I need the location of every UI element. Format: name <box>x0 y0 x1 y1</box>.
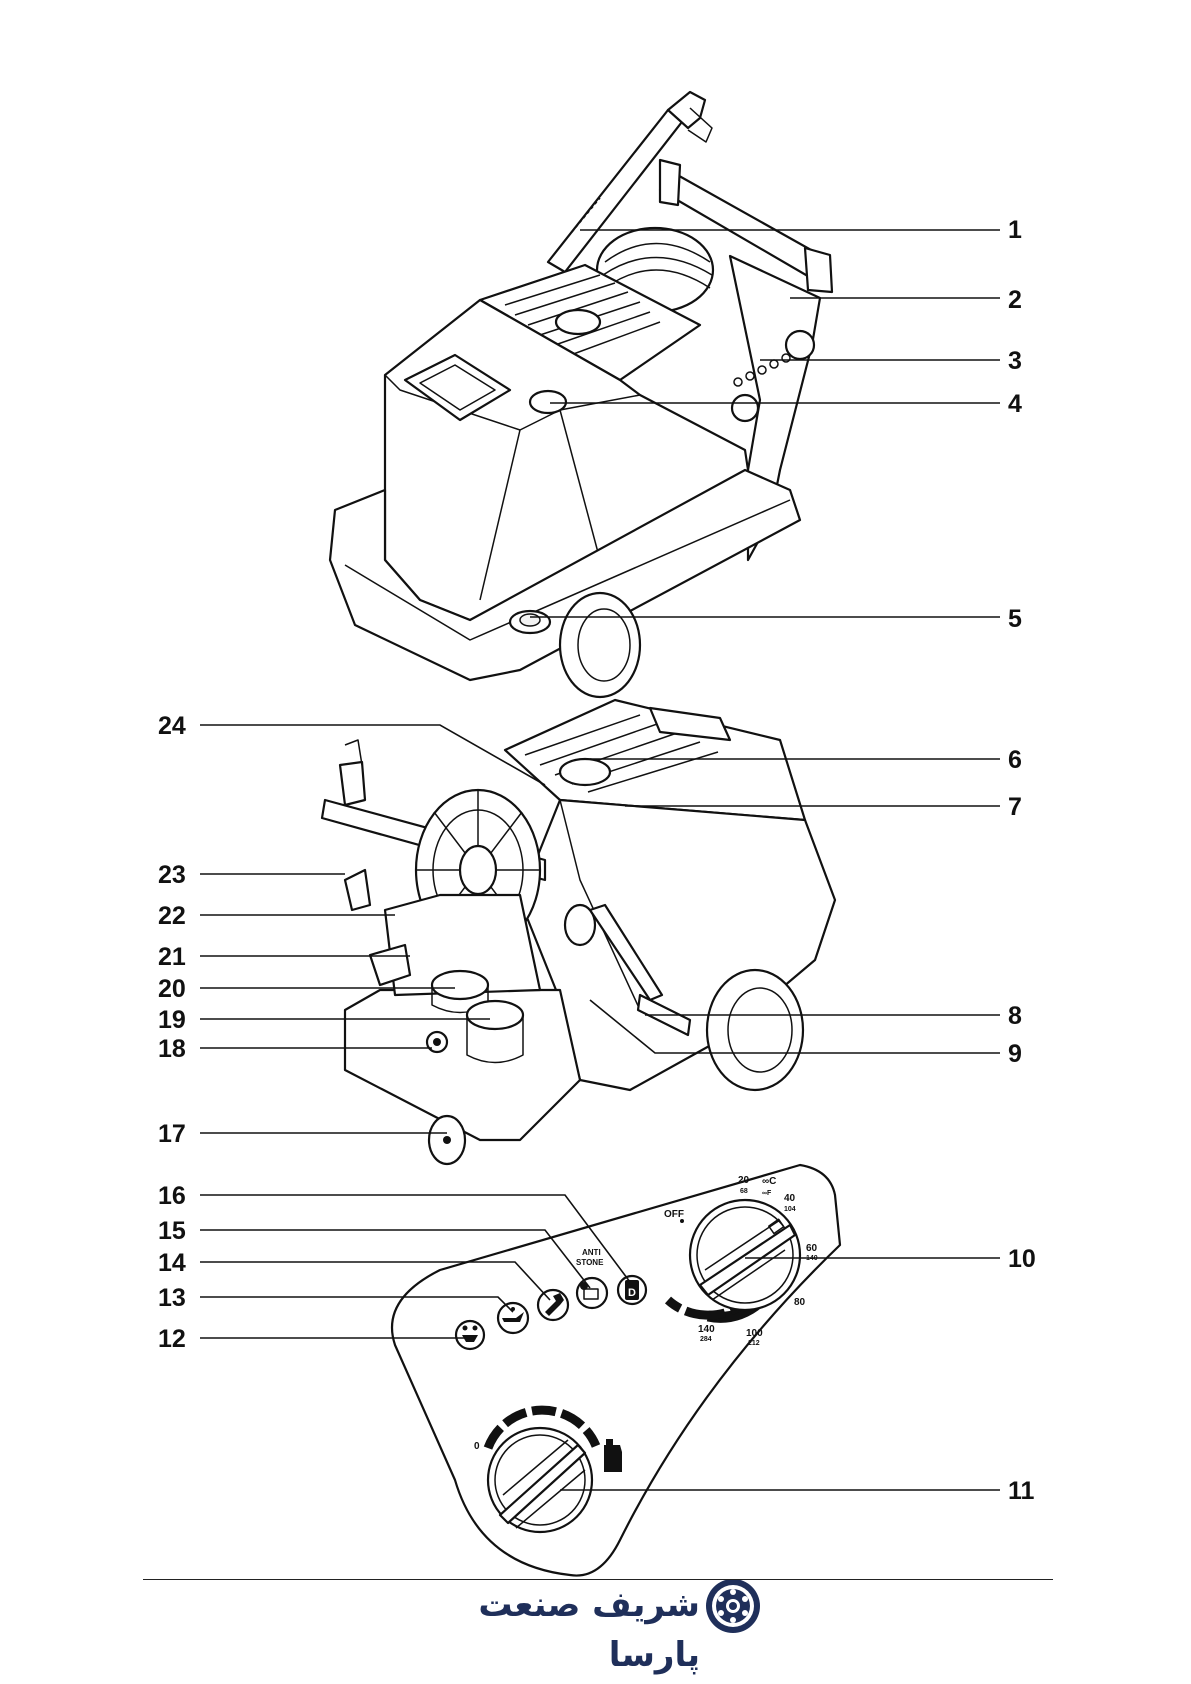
callout-5: 5 <box>1008 605 1022 633</box>
callout-2: 2 <box>1008 286 1022 314</box>
scale-f-104: 104 <box>784 1206 796 1213</box>
callout-1: 1 <box>1008 216 1022 244</box>
scale-c-100: 100 <box>746 1328 763 1339</box>
callout-13: 13 <box>158 1284 186 1312</box>
mains-plug-icon <box>456 1321 484 1349</box>
scale-f-212: 212 <box>748 1340 760 1347</box>
callout-16: 16 <box>158 1182 186 1210</box>
callout-6: 6 <box>1008 746 1022 774</box>
scale-c-80: 80 <box>794 1297 806 1308</box>
wrench-icon <box>538 1290 568 1320</box>
svg-text:ANTI: ANTI <box>582 1248 601 1257</box>
unit-celsius-label: ∞C <box>762 1176 776 1187</box>
temperature-off-label: OFF <box>664 1209 684 1220</box>
svg-text:OFF: OFF <box>664 1209 684 1220</box>
callout-18: 18 <box>158 1035 186 1063</box>
callout-15: 15 <box>158 1217 186 1245</box>
callout-24: 24 <box>158 712 186 740</box>
callout-22: 22 <box>158 902 186 930</box>
footer-brand-name: شریف صنعت پارسا <box>430 1580 700 1630</box>
oil-can-icon <box>498 1303 528 1333</box>
callout-12: 12 <box>158 1325 186 1353</box>
scale-c-40: 40 <box>784 1193 796 1204</box>
callout-8: 8 <box>1008 1002 1022 1030</box>
brand-logo-icon <box>706 1579 760 1633</box>
callout-19: 19 <box>158 1006 186 1034</box>
callout-20: 20 <box>158 975 186 1003</box>
callout-11: 11 <box>1008 1477 1035 1505</box>
callout-21: 21 <box>158 943 186 971</box>
svg-text:D: D <box>628 1287 636 1299</box>
scale-c-140: 140 <box>698 1324 715 1335</box>
fuel-indicator-icon: D <box>618 1276 646 1304</box>
callout-17: 17 <box>158 1120 186 1148</box>
scale-c-20: 20 <box>738 1175 750 1186</box>
callout-9: 9 <box>1008 1040 1022 1068</box>
callout-4: 4 <box>1008 390 1022 418</box>
callout-10: 10 <box>1008 1245 1036 1273</box>
callout-14: 14 <box>158 1249 186 1277</box>
svg-text:STONE: STONE <box>576 1258 604 1267</box>
machine-front-view <box>330 92 832 697</box>
scale-f-68: 68 <box>740 1188 748 1195</box>
callout-23: 23 <box>158 861 186 889</box>
unit-fahrenheit-label: ∞F <box>762 1190 772 1197</box>
scale-f-284: 284 <box>700 1336 712 1343</box>
callout-7: 7 <box>1008 793 1022 821</box>
machine-rear-view <box>322 700 835 1164</box>
callout-3: 3 <box>1008 347 1022 375</box>
pressure-zero-label: 0 <box>474 1441 480 1452</box>
scale-c-60: 60 <box>806 1243 818 1254</box>
